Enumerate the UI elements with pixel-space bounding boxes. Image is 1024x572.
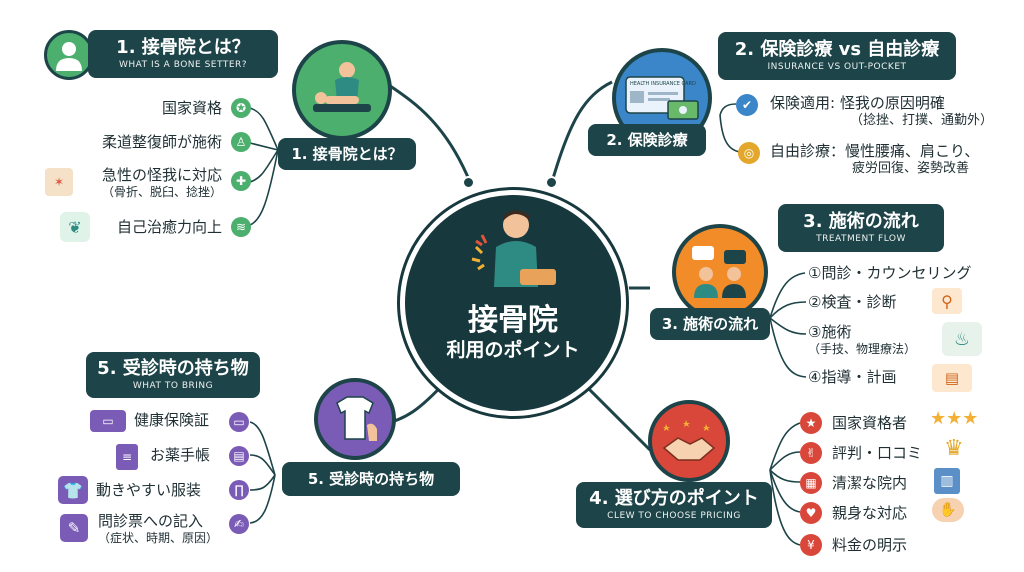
center-title: 接骨院: [468, 303, 558, 338]
section5-item-4-text: 問診票への記入: [98, 512, 204, 530]
section4-item-1: 国家資格者: [832, 414, 908, 432]
trophy-icon: ♛: [944, 436, 964, 461]
section3-item-3-text: ③施術: [808, 323, 852, 341]
shirt-hand-icon: [336, 396, 377, 441]
section5-header: 5. 受診時の持ち物 WHAT TO BRING: [86, 352, 260, 398]
writing-icon: ✍: [229, 514, 249, 534]
section2-item-2: 自由診療：慢性腰痛、肩こり、 疲労回復、姿勢改善: [770, 142, 979, 176]
card-small-icon: ▭: [229, 412, 249, 432]
wind-icon: ≋: [231, 217, 251, 237]
section2-node-label: 2. 保険診療: [588, 124, 706, 156]
yen-icon: ¥: [800, 534, 822, 556]
section3-header-subtitle: TREATMENT FLOW: [816, 234, 906, 244]
insurance-card-icon: HEALTH INSURANCE CARD: [625, 76, 699, 120]
building-icon: ▦: [800, 472, 822, 494]
section2-item-2-text: 自由診療：慢性腰痛、肩こり、: [770, 142, 980, 160]
section5-node-circle: [314, 378, 396, 460]
section5-item-3: 動きやすい服装: [96, 481, 202, 499]
injury-icon: ✶: [45, 168, 73, 196]
check-shield-icon: ✔: [736, 94, 758, 116]
section1-item-2: 柔道整復師が施術: [101, 133, 222, 151]
section2-item-2-sub: 疲労回復、姿勢改善: [852, 161, 970, 176]
section3-item-3-sub: （手技、物理療法）: [808, 342, 917, 356]
coins-icon: ◎: [738, 142, 760, 164]
pants-icon: ∏: [229, 480, 249, 500]
handshake-icon: [662, 420, 716, 461]
section4-header-subtitle: CLEW TO CHOOSE PRICING: [607, 511, 741, 521]
medicine-book-icon: ▤: [229, 446, 249, 466]
section3-node-label-text: 3. 施術の流れ: [661, 315, 759, 333]
star-icon: ★: [800, 412, 822, 434]
plan-icon: ▤: [932, 364, 972, 392]
center-hub: 接骨院 利用のポイント: [400, 190, 626, 416]
thumbs-up-icon: ✌: [800, 442, 822, 464]
section1-header-title: 1. 接骨院とは？: [116, 37, 250, 58]
section3-node-circle: [672, 224, 768, 320]
handshake-small-icon: ✋: [932, 498, 964, 522]
section5-item-1: 健康保険証: [134, 411, 210, 429]
section1-item-3-text: 急性の怪我に対応: [101, 166, 222, 184]
section4-item-4: 親身な対応: [832, 504, 908, 522]
section1-node-label-text: 1. 接骨院とは？: [291, 145, 403, 163]
section2-item-1-sub: （捻挫、打撲、通勤外）: [850, 113, 994, 128]
section2-item-1: 保険適用: 怪我の原因明確 （捻挫、打撲、通勤外）: [770, 94, 993, 128]
section3-item-1: ①問診・カウンセリング: [808, 264, 972, 282]
section1-header-subtitle: WHAT IS A BONE SETTER?: [118, 60, 248, 70]
section1-item-3: 急性の怪我に対応 （骨折、脱臼、捻挫）: [102, 166, 222, 200]
section1-node-circle: [292, 40, 392, 140]
section5-node-label-text: 5. 受診時の持ち物: [307, 470, 435, 488]
section5-header-subtitle: WHAT TO BRING: [132, 381, 214, 391]
diagnosis-icon: ⚲: [932, 288, 962, 314]
section3-node-label: 3. 施術の流れ: [650, 308, 770, 340]
section3-item-3: ③施術 （手技、物理療法）: [808, 323, 916, 357]
section1-header: 1. 接骨院とは？ WHAT IS A BONE SETTER?: [88, 30, 278, 78]
tshirt-icon: 👕: [58, 476, 88, 504]
section1-item-3-sub: （骨折、脱臼、捻挫）: [101, 185, 222, 199]
section4-header-title: 4. 選び方のポイント: [589, 488, 759, 509]
pen-icon: ✎: [60, 514, 88, 542]
card-label: HEALTH INSURANCE CARD: [630, 81, 696, 87]
section5-node-label: 5. 受診時の持ち物: [282, 462, 460, 496]
section1-node-label: 1. 接骨院とは？: [278, 138, 416, 170]
section2-header-title: 2. 保険診療 vs 自由診療: [734, 39, 940, 60]
massage-icon: [313, 62, 371, 112]
section5-header-title: 5. 受診時の持ち物: [97, 358, 249, 379]
section2-node-label-text: 2. 保険診療: [606, 131, 688, 149]
practitioner-illustration-icon: [471, 210, 556, 287]
section4-item-2: 評判・口コミ: [832, 444, 923, 462]
section2-header-subtitle: INSURANCE VS OUT-POCKET: [767, 62, 907, 72]
id-card-icon: ▭: [90, 410, 126, 432]
section2-item-1-text: 保険適用: 怪我の原因明確: [770, 94, 945, 112]
section3-header-title: 3. 施術の流れ: [803, 211, 919, 232]
section4-header: 4. 選び方のポイント CLEW TO CHOOSE PRICING: [576, 482, 772, 528]
section2-header: 2. 保険診療 vs 自由診療 INSURANCE VS OUT-POCKET: [718, 32, 956, 80]
healing-icon: ❦: [60, 212, 90, 242]
doctor-icon: [56, 42, 82, 71]
certificate-icon: ✪: [231, 98, 251, 118]
section1-item-1: 国家資格: [161, 99, 222, 117]
section5-item-4: 問診票への記入 （症状、時期、原因）: [98, 512, 218, 546]
notebook-icon: ≡: [116, 444, 138, 470]
bandage-icon: ✚: [231, 171, 251, 191]
treatment-icon: ♨: [942, 322, 982, 356]
section3-item-2: ②検査・診断: [808, 293, 897, 311]
section1-header-icon: [44, 30, 94, 80]
section5-item-2: お薬手帳: [150, 446, 211, 464]
three-stars-icon: ★★★: [930, 408, 979, 429]
section4-node-circle: [648, 400, 730, 482]
clinic-building-icon: ▥: [934, 468, 960, 494]
section3-header: 3. 施術の流れ TREATMENT FLOW: [778, 204, 944, 252]
section4-item-5: 料金の明示: [832, 536, 908, 554]
heart-icon: ♥: [800, 502, 822, 524]
consultation-icon: [692, 246, 746, 298]
connector-dot-2: [545, 176, 558, 189]
section5-item-4-sub: （症状、時期、原因）: [98, 531, 219, 545]
center-subtitle: 利用のポイント: [446, 339, 580, 361]
section3-item-4: ④指導・計画: [808, 368, 897, 386]
section4-item-3: 清潔な院内: [832, 474, 908, 492]
connector-dot-1: [462, 176, 475, 189]
practitioner-icon: ♙: [231, 132, 251, 152]
section1-item-4: 自己治癒力向上: [116, 218, 222, 236]
